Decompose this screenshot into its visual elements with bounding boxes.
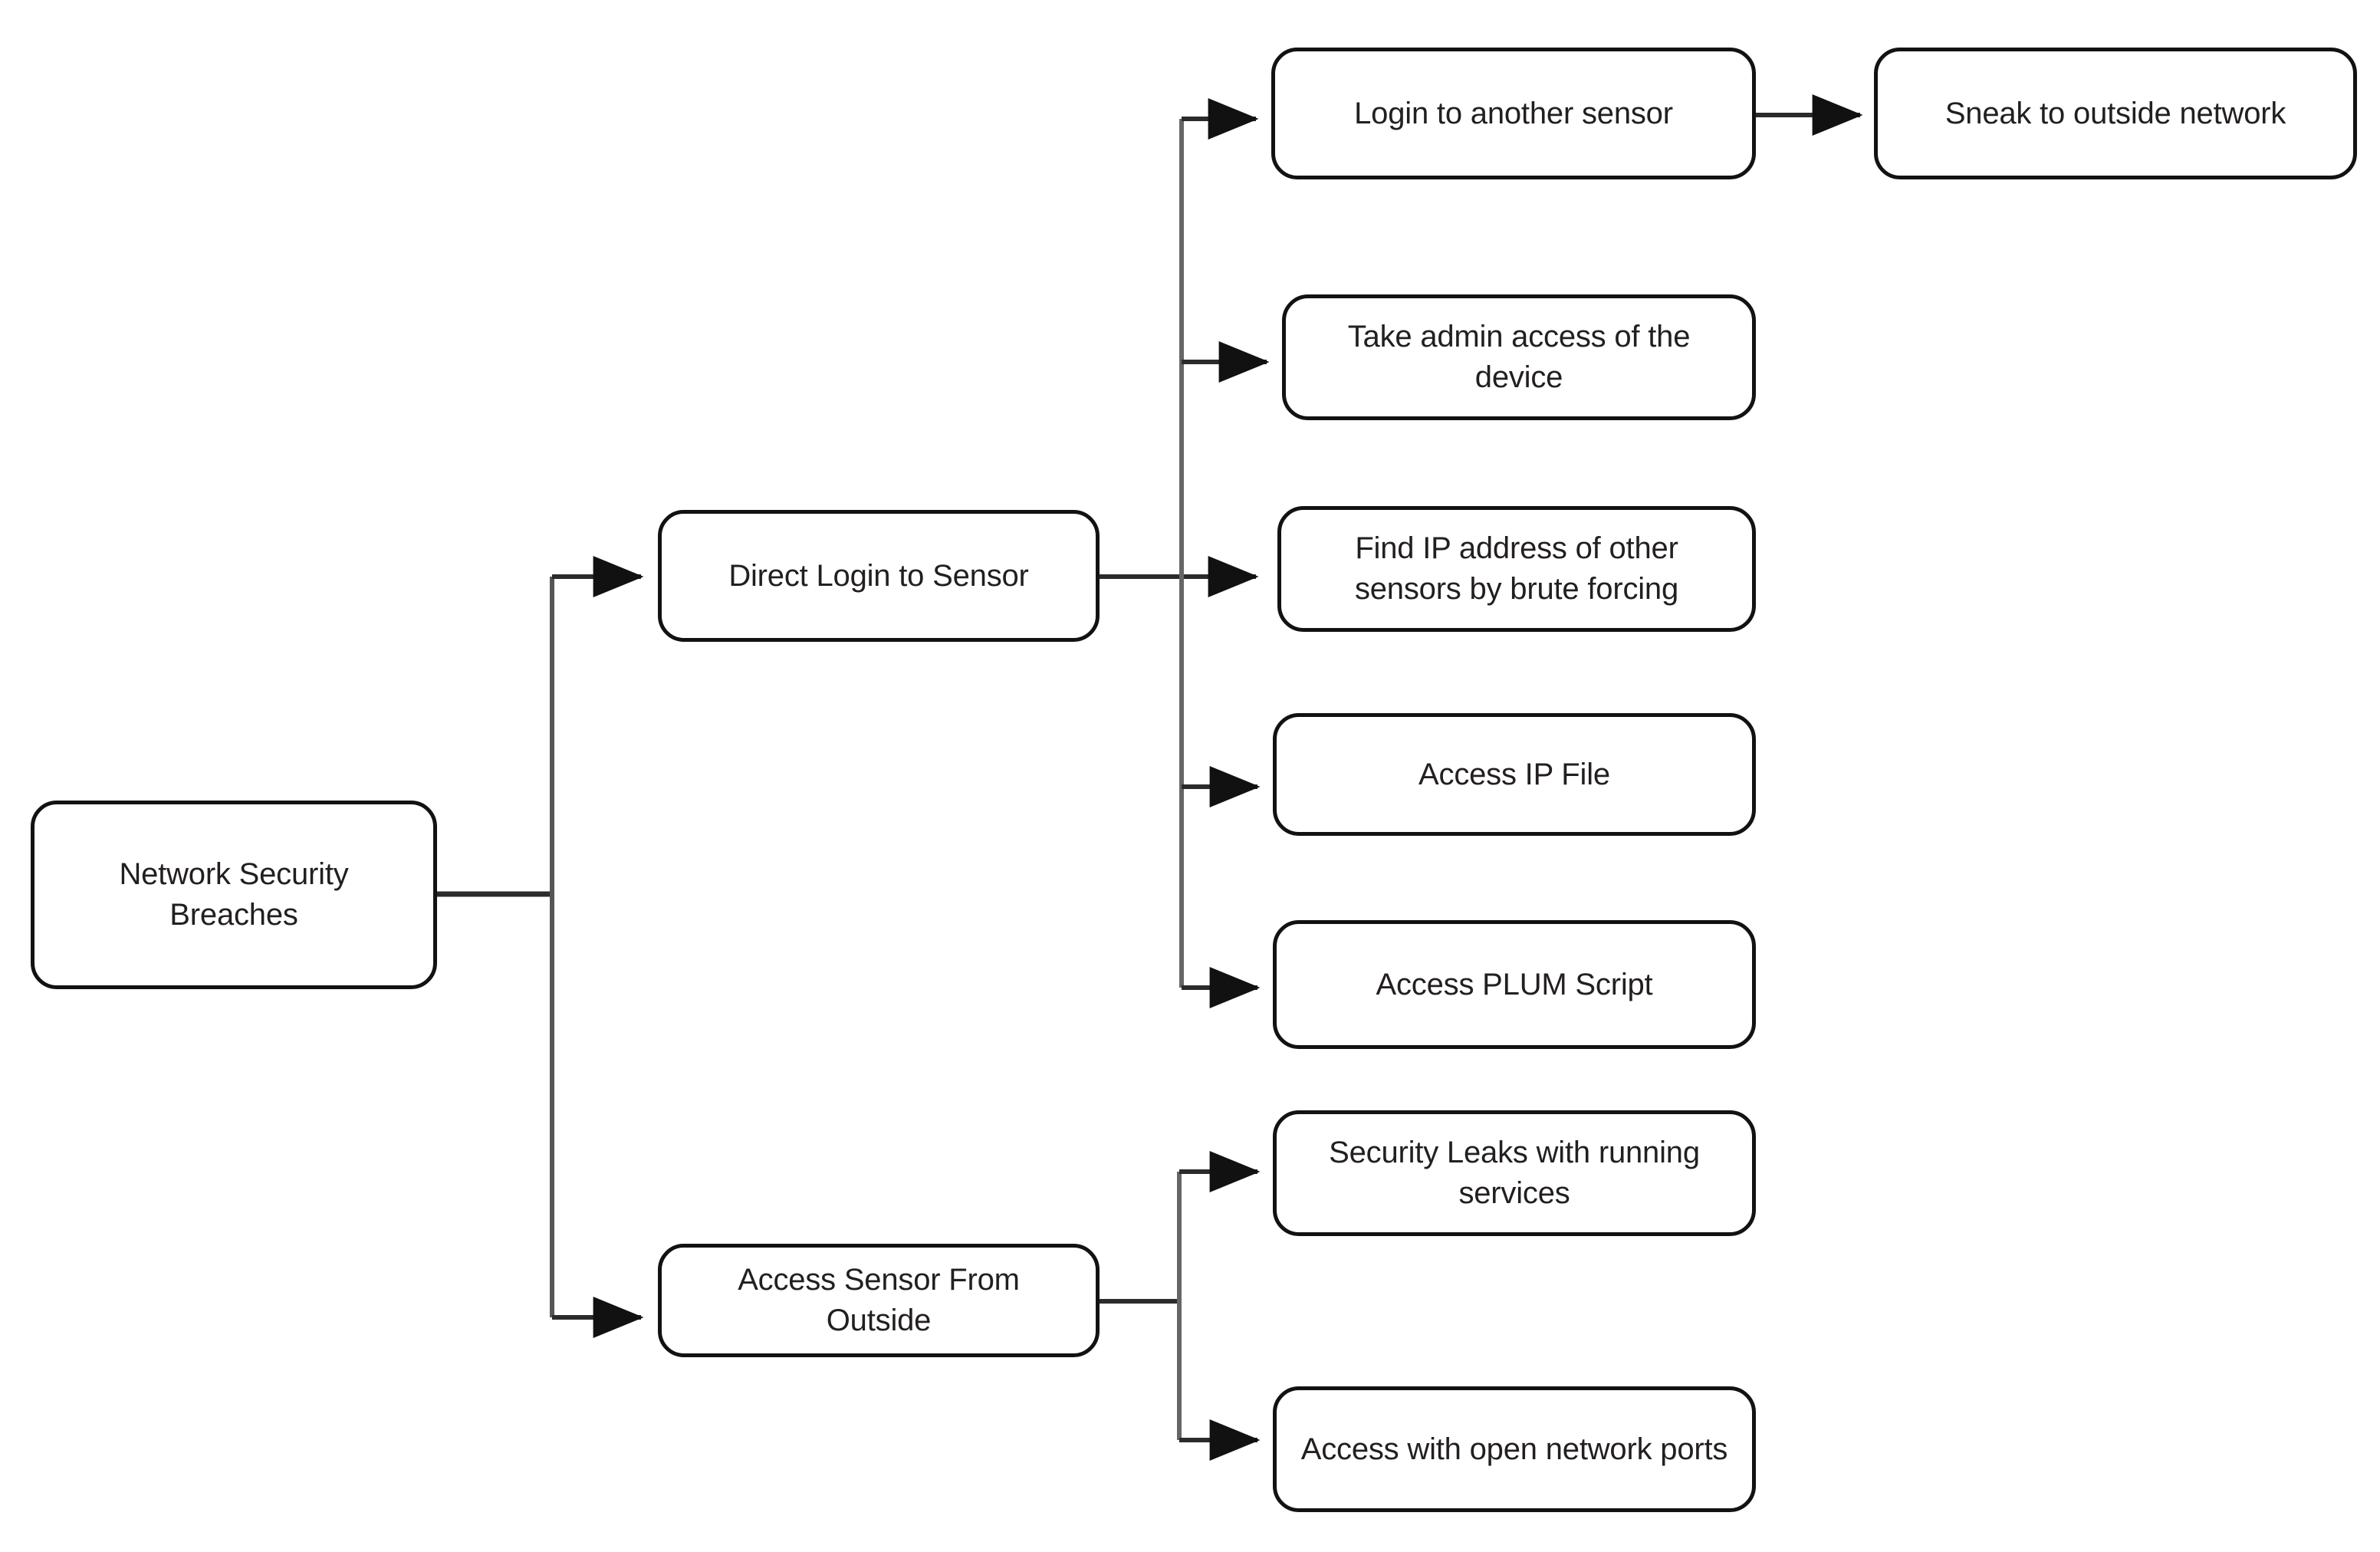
node-security-leaks-with-running-services[interactable]: Security Leaks with running services: [1273, 1110, 1756, 1236]
node-label: Access Sensor From Outside: [738, 1263, 1020, 1337]
node-label: Security Leaks with running services: [1329, 1136, 1700, 1210]
node-find-ip-address-of-other-sensors-by-brute-forcing[interactable]: Find IP address of other sensors by brut…: [1277, 506, 1756, 632]
node-direct-login-to-sensor[interactable]: Direct Login to Sensor: [658, 510, 1100, 642]
node-label: Access IP File: [1418, 757, 1610, 791]
edge-access-outside-fanout: [1100, 1151, 1261, 1461]
edge-direct-login-fanout: [1100, 98, 1270, 1008]
edge-root-to-level2: [437, 556, 644, 1338]
node-take-admin-access-of-the-device[interactable]: Take admin access of the device: [1282, 294, 1756, 420]
node-label: Access with open network ports: [1300, 1432, 1728, 1466]
node-label: Find IP address of other sensors by brut…: [1354, 531, 1679, 606]
node-label: Login to another sensor: [1354, 96, 1673, 130]
node-access-sensor-from-outside[interactable]: Access Sensor From Outside: [658, 1244, 1100, 1357]
node-access-ip-file[interactable]: Access IP File: [1273, 713, 1756, 836]
node-login-to-another-sensor[interactable]: Login to another sensor: [1271, 48, 1756, 179]
node-label: Direct Login to Sensor: [728, 558, 1029, 593]
node-label: Sneak to outside network: [1944, 96, 2286, 130]
node-network-security-breaches[interactable]: Network Security Breaches: [31, 801, 437, 989]
node-label: Network Security Breaches: [119, 857, 349, 932]
node-label: Take admin access of the device: [1347, 320, 1691, 394]
node-label: Access PLUM Script: [1376, 967, 1653, 1001]
node-sneak-to-outside-network[interactable]: Sneak to outside network: [1874, 48, 2357, 179]
node-access-with-open-network-ports[interactable]: Access with open network ports: [1273, 1386, 1756, 1512]
node-access-plum-script[interactable]: Access PLUM Script: [1273, 920, 1756, 1049]
